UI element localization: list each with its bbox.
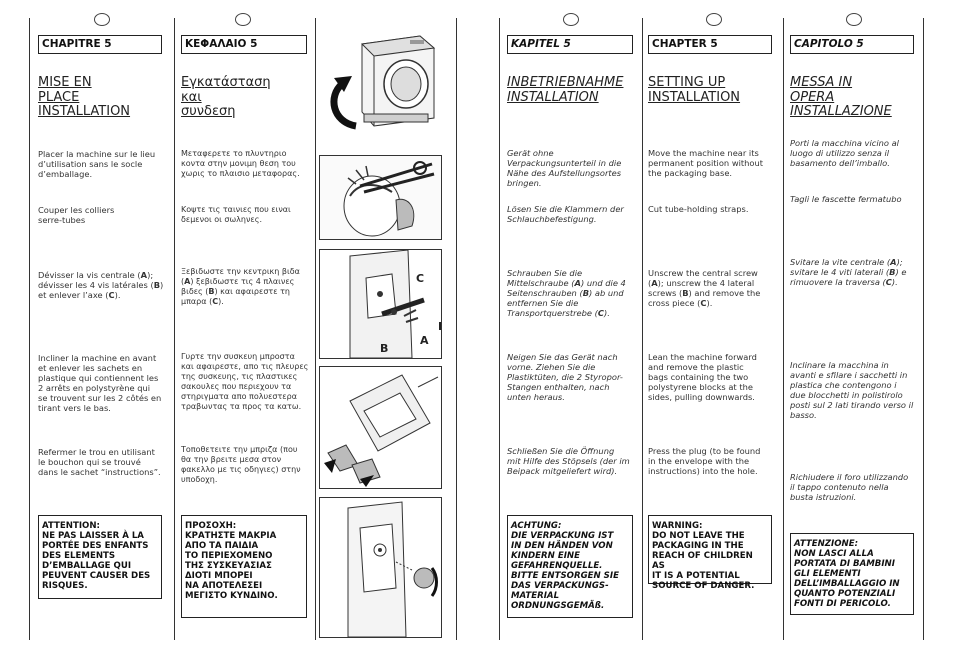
chapter-heading: CHAPITRE 5 <box>38 35 162 54</box>
step-2-text: Tagli le fascette fermatubo <box>790 194 902 204</box>
washing-machine-lift-illustration <box>330 35 436 130</box>
tilt-machine-illustration <box>319 366 442 489</box>
label-b-left: B <box>380 342 389 355</box>
label-c: C <box>416 272 425 285</box>
step-3-text: Svitare la vite centrale (A); svitare le… <box>790 257 907 287</box>
language-marker-circle <box>706 13 722 26</box>
language-marker-circle <box>94 13 110 26</box>
label-a: A <box>420 334 429 347</box>
step-3-text: Ξεβιδωστε την κεντρικη βιδα (A) ξεβιδωστ… <box>181 267 300 306</box>
insert-plug-illustration <box>319 497 442 638</box>
column-divider <box>923 18 924 640</box>
language-marker-circle <box>235 13 251 26</box>
step-2-text: Cut tube-holding straps. <box>648 204 749 214</box>
column-divider <box>642 18 643 640</box>
chapter-heading: KAPITEL 5 <box>507 35 633 54</box>
step-3-text: Schrauben Sie die Mittelschraube (A) und… <box>507 268 626 318</box>
chapter-heading: CHAPTER 5 <box>648 35 772 54</box>
column-divider <box>29 18 30 640</box>
step-3-text: Unscrew the central screw (A); unscrew t… <box>648 268 761 308</box>
column-divider <box>315 18 316 640</box>
remove-screws-illustration: C B A B <box>319 249 442 359</box>
language-marker-circle <box>563 13 579 26</box>
column-divider <box>499 18 500 640</box>
step-3-text: Dévisser la vis centrale (A); dévisser l… <box>38 270 164 300</box>
chapter-heading: ΚΕΦΑΛΑΙΟ 5 <box>181 35 307 54</box>
language-marker-circle <box>846 13 862 26</box>
column-divider <box>174 18 175 640</box>
cut-straps-illustration <box>319 155 442 240</box>
chapter-heading: CAPITOLO 5 <box>790 35 914 54</box>
column-divider <box>783 18 784 640</box>
column-divider <box>456 18 457 640</box>
label-b-right: B <box>438 320 441 333</box>
